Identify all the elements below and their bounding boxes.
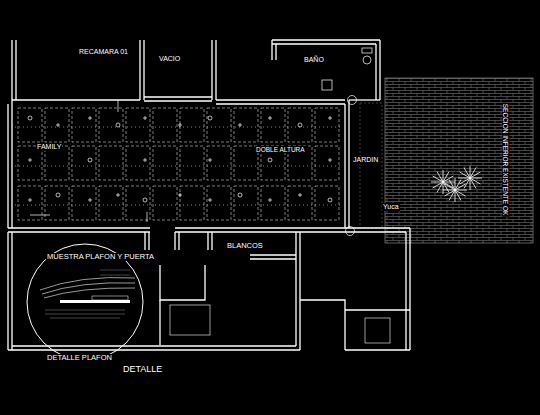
room-label: SECCION INFERIOR EXISTENTE OK [502,103,509,217]
ceiling-grid [15,108,343,220]
walls [8,40,410,350]
room-label: Yuca [382,203,400,211]
garden-section [360,78,533,243]
detail-circle [27,244,143,360]
room-label: FAMILY [36,143,62,151]
yuca-plant [431,166,482,202]
room-label: MUESTRA PLAFON Y PUERTA [46,253,155,261]
bathroom-fixtures [322,48,372,236]
room-label: JARDIN [352,156,379,164]
room-label: RECAMARA 01 [78,48,129,56]
room-label: DETALLE PLAFON [46,354,113,362]
light-fixtures [28,100,332,222]
room-label: DETALLE [122,365,163,375]
room-label: BAÑO [303,56,325,64]
room-label: BLANCOS [226,242,264,250]
room-label: VACIO [158,55,181,63]
room-label: DOBLE ALTURA [255,146,306,153]
